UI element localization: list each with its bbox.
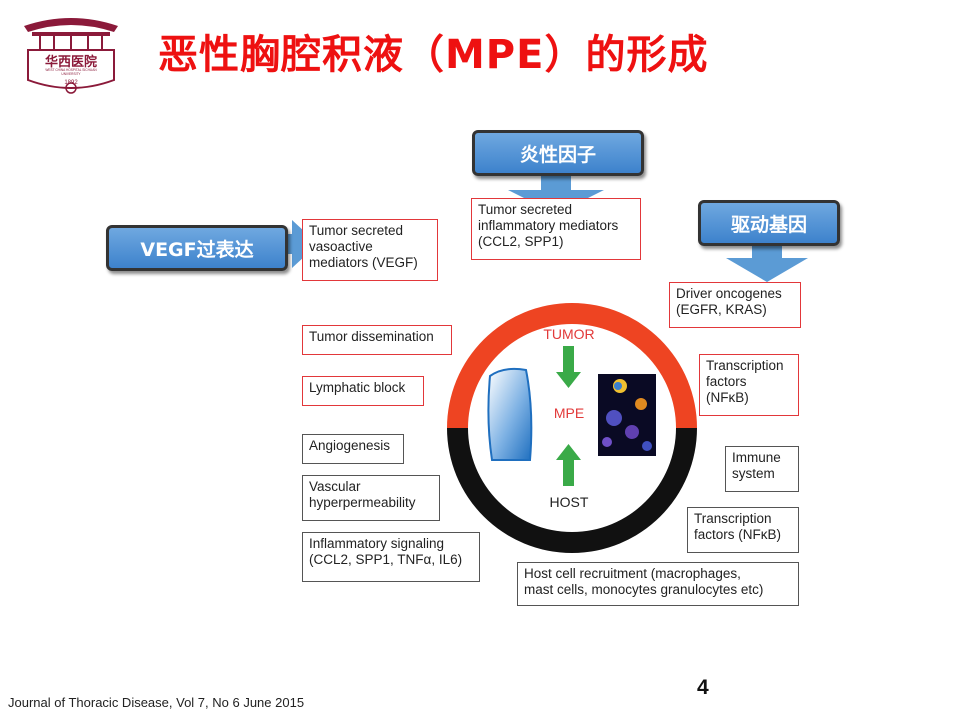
logo-name: 华西医院 [44, 55, 97, 70]
host-to-mpe-arrow [556, 444, 581, 486]
hospital-logo: 华西医院 WEST CHINA HOSPITAL SICHUAN UNIVERS… [20, 10, 122, 96]
citation-footer: Journal of Thoracic Disease, Vol 7, No 6… [8, 695, 305, 710]
logo-emblem [24, 18, 118, 94]
inflammatory-arrow [508, 176, 604, 214]
box-transcription-factors-tumor: Transcription factors (NFκB) [699, 354, 799, 416]
driver-arrow [726, 242, 808, 282]
tumor-host-circle [447, 303, 697, 553]
box-lymphatic-block: Lymphatic block [302, 376, 424, 406]
vegf-arrow [280, 220, 318, 268]
box-angiogenesis: Angiogenesis [302, 434, 404, 464]
host-half-ring [447, 428, 697, 553]
pleural-cavity-image [487, 367, 533, 461]
logo-subtitle: WEST CHINA HOSPITAL SICHUAN UNIVERSITY [45, 68, 97, 76]
host-label: HOST [549, 494, 589, 510]
box-immune-system: Immune system [725, 446, 799, 492]
page-number: 4 [697, 676, 709, 699]
box-vascular-hyperpermeability: Vascular hyperpermeability [302, 475, 440, 521]
tumor-half-ring [447, 303, 697, 428]
box-driver-oncogenes: Driver oncogenes (EGFR, KRAS) [669, 282, 801, 328]
mpe-label: MPE [553, 405, 585, 421]
tumor-to-mpe-arrow [556, 346, 581, 388]
box-host-cell-recruitment: Host cell recruitment (macrophages, mast… [517, 562, 799, 606]
box-tumor-secreted-inflammatory: Tumor secreted inflammatory mediators (C… [471, 198, 641, 260]
callout-vegf-overexpression: VEGF过表达 [106, 225, 288, 271]
callout-driver-genes: 驱动基因 [698, 200, 840, 246]
tumor-label: TUMOR [543, 326, 595, 342]
callout-inflammatory-factors: 炎性因子 [472, 130, 644, 176]
box-tumor-dissemination: Tumor dissemination [302, 325, 452, 355]
box-transcription-factors-host: Transcription factors (NFκB) [687, 507, 799, 553]
logo-year: 1892 [64, 80, 78, 86]
box-inflammatory-signaling: Inflammatory signaling (CCL2, SPP1, TNFα… [302, 532, 480, 582]
box-tumor-secreted-vasoactive: Tumor secreted vasoactive mediators (VEG… [302, 219, 438, 281]
slide-title: 恶性胸腔积液（MPE）的形成 [158, 32, 709, 78]
